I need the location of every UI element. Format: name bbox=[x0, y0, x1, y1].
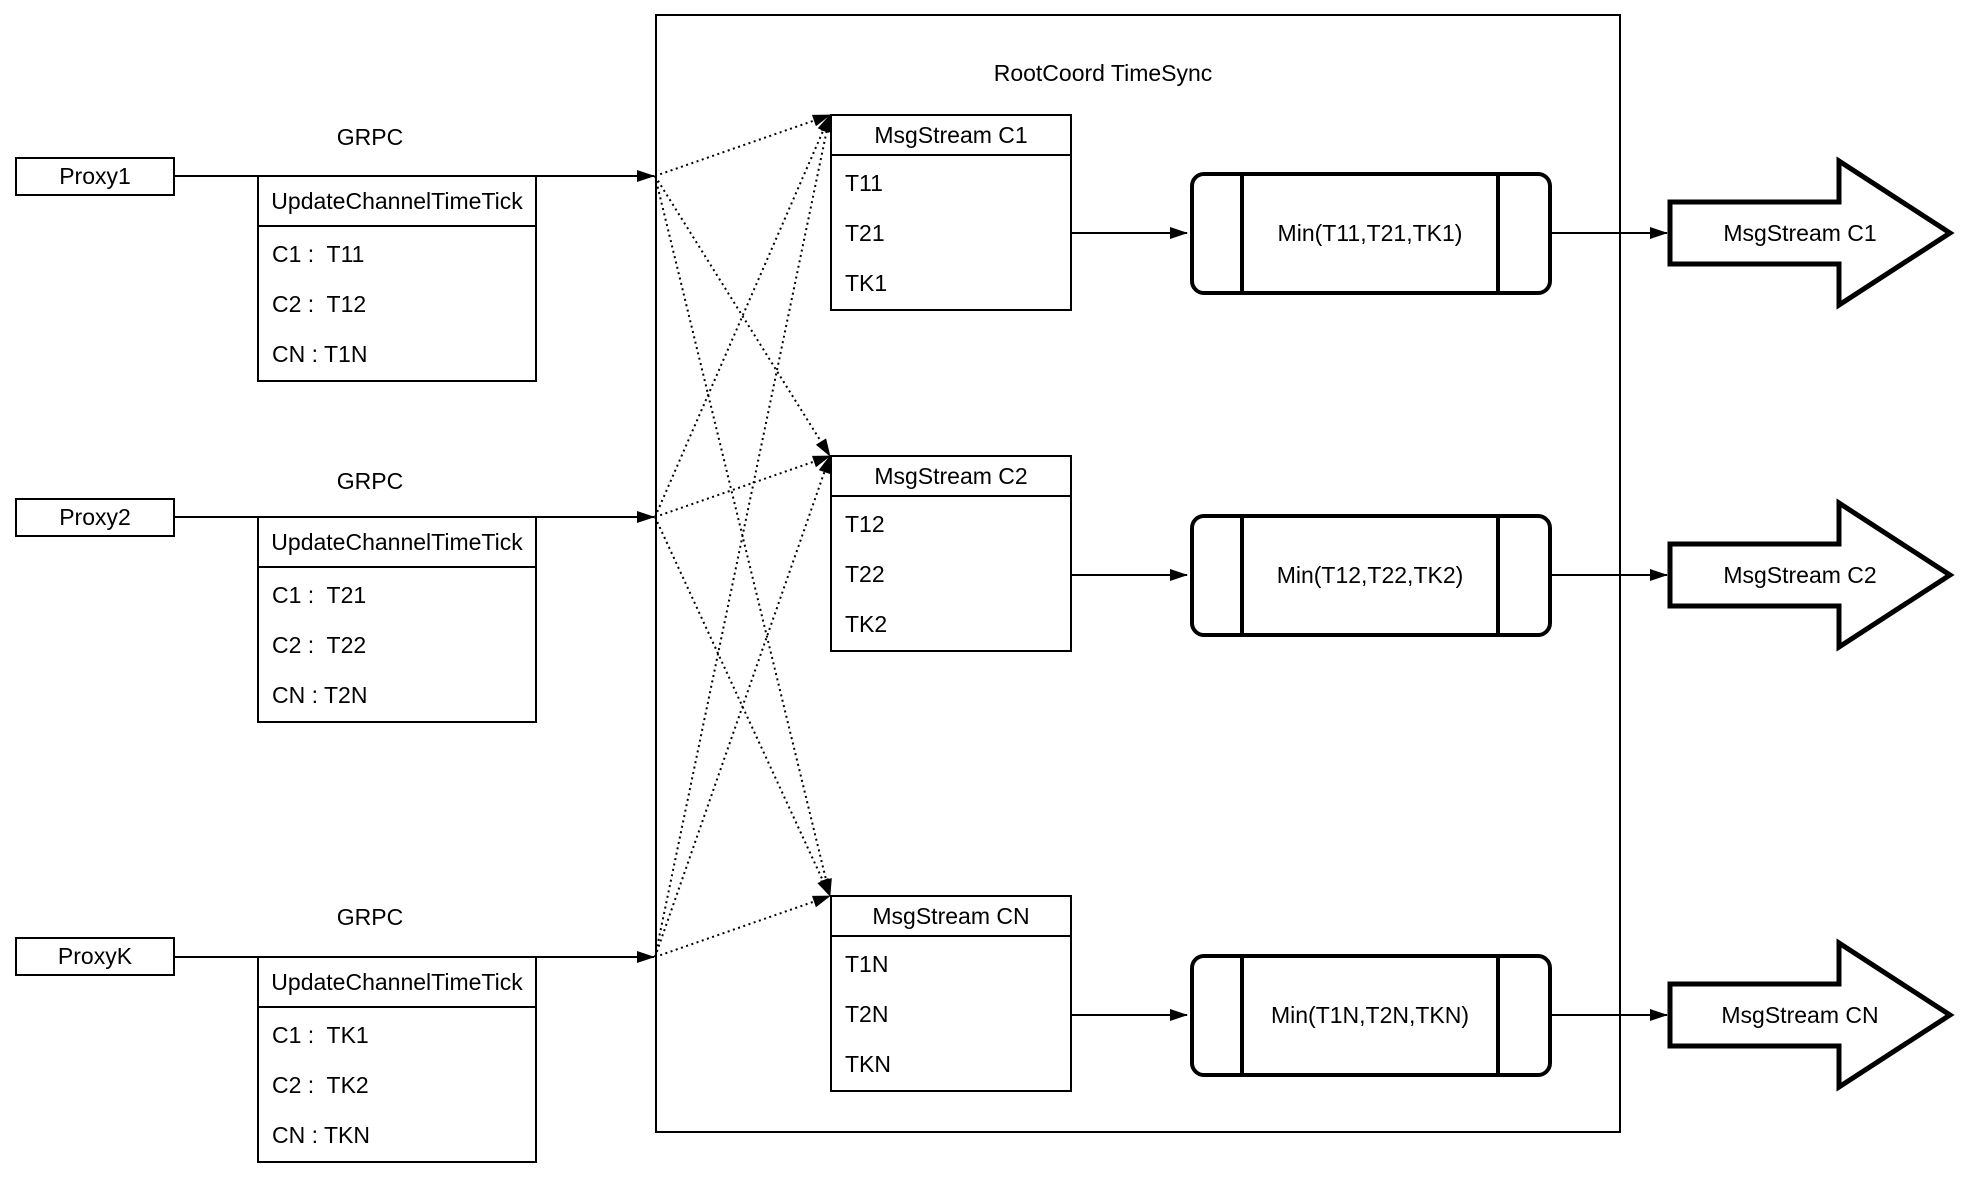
min-box-divider bbox=[1496, 176, 1500, 291]
fanout-arrow-p2-cn bbox=[654, 516, 831, 897]
proxy1-label: Proxy1 bbox=[59, 163, 131, 189]
table-cell: C2 : T12 bbox=[272, 290, 367, 317]
proxy1-box: Proxy1 bbox=[15, 157, 175, 196]
min-box-c1-label: Min(T11,T21,TK1) bbox=[1277, 220, 1463, 246]
update-timetick-table-2-body: C1 : T21 C2 : T22 CN : T2N bbox=[259, 570, 535, 721]
output-arrow-label-cn: MsgStream CN bbox=[1721, 1002, 1879, 1028]
table-cell: TK2 bbox=[845, 611, 888, 638]
fanout-arrow-p1-c2 bbox=[654, 175, 831, 457]
table-cell: CN : TKN bbox=[272, 1122, 370, 1149]
fanout-arrow-p2-c1 bbox=[654, 114, 831, 518]
min-box-cn: Min(T1N,T2N,TKN) bbox=[1190, 954, 1552, 1077]
update-timetick-table-1: UpdateChannelTimeTick C1 : T11 C2 : T12 … bbox=[257, 175, 537, 382]
table-cell: T2N bbox=[845, 1000, 889, 1027]
rootcoord-timesync-box: RootCoord TimeSync bbox=[655, 14, 1621, 1133]
output-arrow-shape-c2 bbox=[1667, 498, 1955, 652]
min-box-c1: Min(T11,T21,TK1) bbox=[1190, 172, 1552, 295]
grpc-label-1: GRPC bbox=[336, 124, 404, 150]
fanout-arrow-pk-c2 bbox=[654, 455, 831, 958]
msgstream-table-c2-body: T12 T22 TK2 bbox=[832, 499, 1070, 650]
msgstream-table-c1-header: MsgStream C1 bbox=[832, 116, 1070, 156]
min-box-divider bbox=[1496, 958, 1500, 1073]
table-cell: T1N bbox=[845, 950, 889, 977]
rootcoord-timesync-title: RootCoord TimeSync bbox=[993, 60, 1213, 86]
table-cell: CN : T1N bbox=[272, 341, 368, 368]
update-timetick-table-3-header: UpdateChannelTimeTick bbox=[259, 958, 535, 1008]
msgstream-table-cn-header: MsgStream CN bbox=[832, 897, 1070, 937]
msgstream-table-cn-body: T1N T2N TKN bbox=[832, 939, 1070, 1090]
min-box-divider bbox=[1240, 176, 1244, 291]
update-timetick-table-3: UpdateChannelTimeTick C1 : TK1 C2 : TK2 … bbox=[257, 956, 537, 1163]
table-cell: TK1 bbox=[845, 270, 888, 297]
table-cell: T21 bbox=[845, 219, 885, 246]
min-box-cn-label: Min(T1N,T2N,TKN) bbox=[1270, 1002, 1470, 1028]
grpc-label-3: GRPC bbox=[336, 904, 404, 930]
output-arrow-shape-cn bbox=[1667, 938, 1955, 1092]
update-timetick-table-1-body: C1 : T11 C2 : T12 CN : T1N bbox=[259, 229, 535, 380]
min-box-c2: Min(T12,T22,TK2) bbox=[1190, 514, 1552, 637]
min-box-divider bbox=[1496, 518, 1500, 633]
table-cell: C1 : T11 bbox=[272, 240, 365, 267]
output-arrow-label-c1: MsgStream C1 bbox=[1723, 220, 1877, 246]
fanout-arrow-p2-c2 bbox=[654, 455, 831, 518]
grpc-label-2: GRPC bbox=[336, 468, 404, 494]
min-box-divider bbox=[1240, 518, 1244, 633]
table-cell: T11 bbox=[845, 169, 883, 196]
msgstream-table-c2-header: MsgStream C2 bbox=[832, 457, 1070, 497]
msgstream-table-c1-body: T11 T21 TK1 bbox=[832, 158, 1070, 309]
min-box-c2-label: Min(T12,T22,TK2) bbox=[1276, 562, 1464, 588]
output-arrow-label-c2: MsgStream C2 bbox=[1723, 562, 1877, 588]
proxy2-box: Proxy2 bbox=[15, 498, 175, 537]
table-cell: C1 : TK1 bbox=[272, 1021, 369, 1048]
table-cell: T22 bbox=[845, 560, 885, 587]
min-box-divider bbox=[1240, 958, 1244, 1073]
table-cell: T12 bbox=[845, 510, 885, 537]
msgstream-table-c2: MsgStream C2 T12 T22 TK2 bbox=[830, 455, 1072, 652]
table-cell: C1 : T21 bbox=[272, 581, 367, 608]
fanout-arrow-pk-cn bbox=[654, 895, 831, 958]
update-timetick-table-3-body: C1 : TK1 C2 : TK2 CN : TKN bbox=[259, 1010, 535, 1161]
fanout-arrow-p1-c1 bbox=[654, 114, 831, 177]
table-cell: C2 : TK2 bbox=[272, 1071, 369, 1098]
output-arrow-shape-c1 bbox=[1667, 156, 1955, 310]
proxy2-label: Proxy2 bbox=[59, 504, 131, 530]
msgstream-table-cn: MsgStream CN T1N T2N TKN bbox=[830, 895, 1072, 1092]
msgstream-table-c1: MsgStream C1 T11 T21 TK1 bbox=[830, 114, 1072, 311]
table-cell: CN : T2N bbox=[272, 682, 368, 709]
proxyk-box: ProxyK bbox=[15, 937, 175, 976]
fanout-arrow-pk-c1 bbox=[654, 114, 833, 958]
proxyk-label: ProxyK bbox=[57, 943, 133, 969]
table-cell: TKN bbox=[845, 1051, 891, 1078]
update-timetick-table-2-header: UpdateChannelTimeTick bbox=[259, 518, 535, 568]
update-timetick-table-1-header: UpdateChannelTimeTick bbox=[259, 177, 535, 227]
table-cell: C2 : T22 bbox=[272, 631, 367, 658]
update-timetick-table-2: UpdateChannelTimeTick C1 : T21 C2 : T22 … bbox=[257, 516, 537, 723]
